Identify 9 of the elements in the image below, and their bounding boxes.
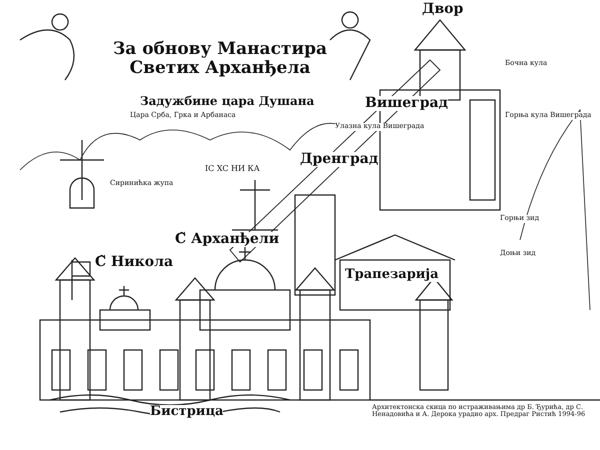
river-label: Бистрица (150, 405, 224, 420)
church-label: С̃ Арханђели (175, 232, 280, 248)
place-label: Дренград (300, 152, 378, 168)
inscription: IC XC НИ КА (205, 165, 260, 174)
building-label: Трапезарија (345, 268, 439, 282)
place-label: Вишеград (365, 96, 448, 112)
title: За обнову Манастира Светих Арханђела (112, 40, 328, 78)
subtitle: Задужбине цара Душана (140, 95, 314, 108)
place-label: Двор (422, 2, 464, 18)
